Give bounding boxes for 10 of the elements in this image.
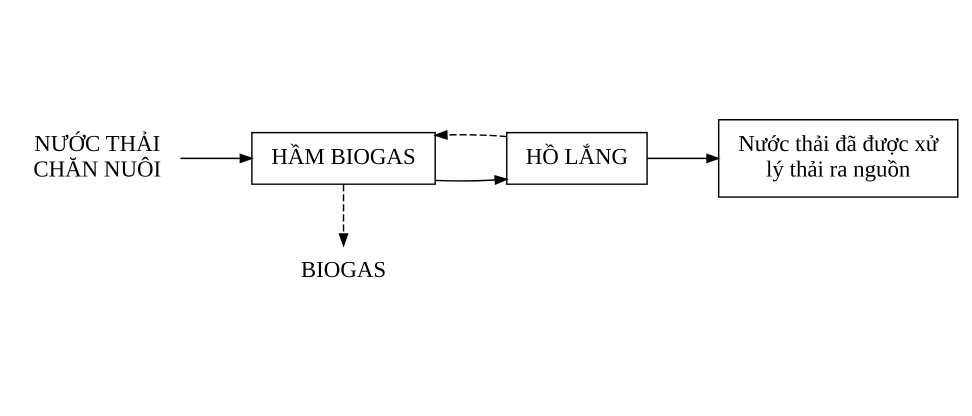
node-text: NƯỚC THẢI CHĂN NUÔI	[33, 130, 162, 182]
node-box: Nước thải đã được xử lý thải ra nguồn	[718, 118, 958, 198]
arrow	[338, 184, 349, 248]
arrow	[433, 129, 507, 140]
arrow	[435, 174, 509, 185]
node-box: HỒ LẮNG	[506, 131, 648, 184]
arrow	[180, 152, 254, 163]
node-box: HẦM BIOGAS	[251, 131, 436, 184]
arrow	[648, 152, 721, 163]
node-text: BIOGAS	[300, 256, 386, 282]
